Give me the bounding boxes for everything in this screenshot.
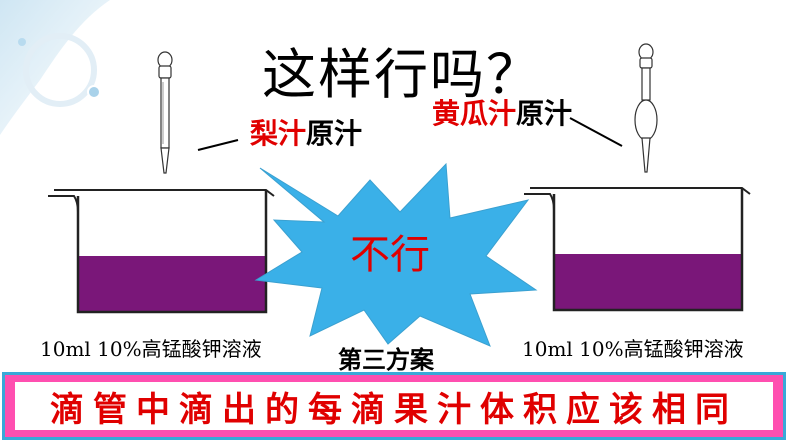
starburst-shape: [254, 162, 538, 347]
left-beaker: [48, 189, 275, 314]
right-beaker: [524, 187, 751, 312]
background-decoration: [0, 0, 110, 135]
right-solution-label: 10ml 10%高锰酸钾溶液: [522, 337, 744, 361]
right-juice-label: 黄瓜汁原汁: [432, 92, 572, 132]
burst-text: 不行: [350, 232, 430, 278]
left-solution-label: 10ml 10%高锰酸钾溶液: [40, 337, 262, 361]
left-juice-suffix: 原汁: [306, 117, 363, 150]
right-juice-name: 黄瓜汁: [432, 97, 517, 130]
left-juice-label: 梨汁原汁: [250, 112, 362, 152]
right-dropper-icon: [634, 43, 658, 173]
right-liquid: [554, 254, 742, 310]
banner-inner: 滴管中滴出的每滴果汁体积应该相同: [15, 382, 773, 430]
plan-label: 第三方案: [338, 346, 434, 374]
left-liquid: [78, 256, 266, 312]
left-dropper-icon: [157, 51, 173, 174]
banner-text: 滴管中滴出的每滴果汁体积应该相同: [50, 389, 738, 430]
right-juice-suffix: 原汁: [516, 97, 573, 130]
left-juice-name: 梨汁: [250, 117, 307, 150]
page-title: 这样行吗？: [262, 43, 542, 106]
conclusion-banner: 滴管中滴出的每滴果汁体积应该相同: [2, 372, 786, 440]
